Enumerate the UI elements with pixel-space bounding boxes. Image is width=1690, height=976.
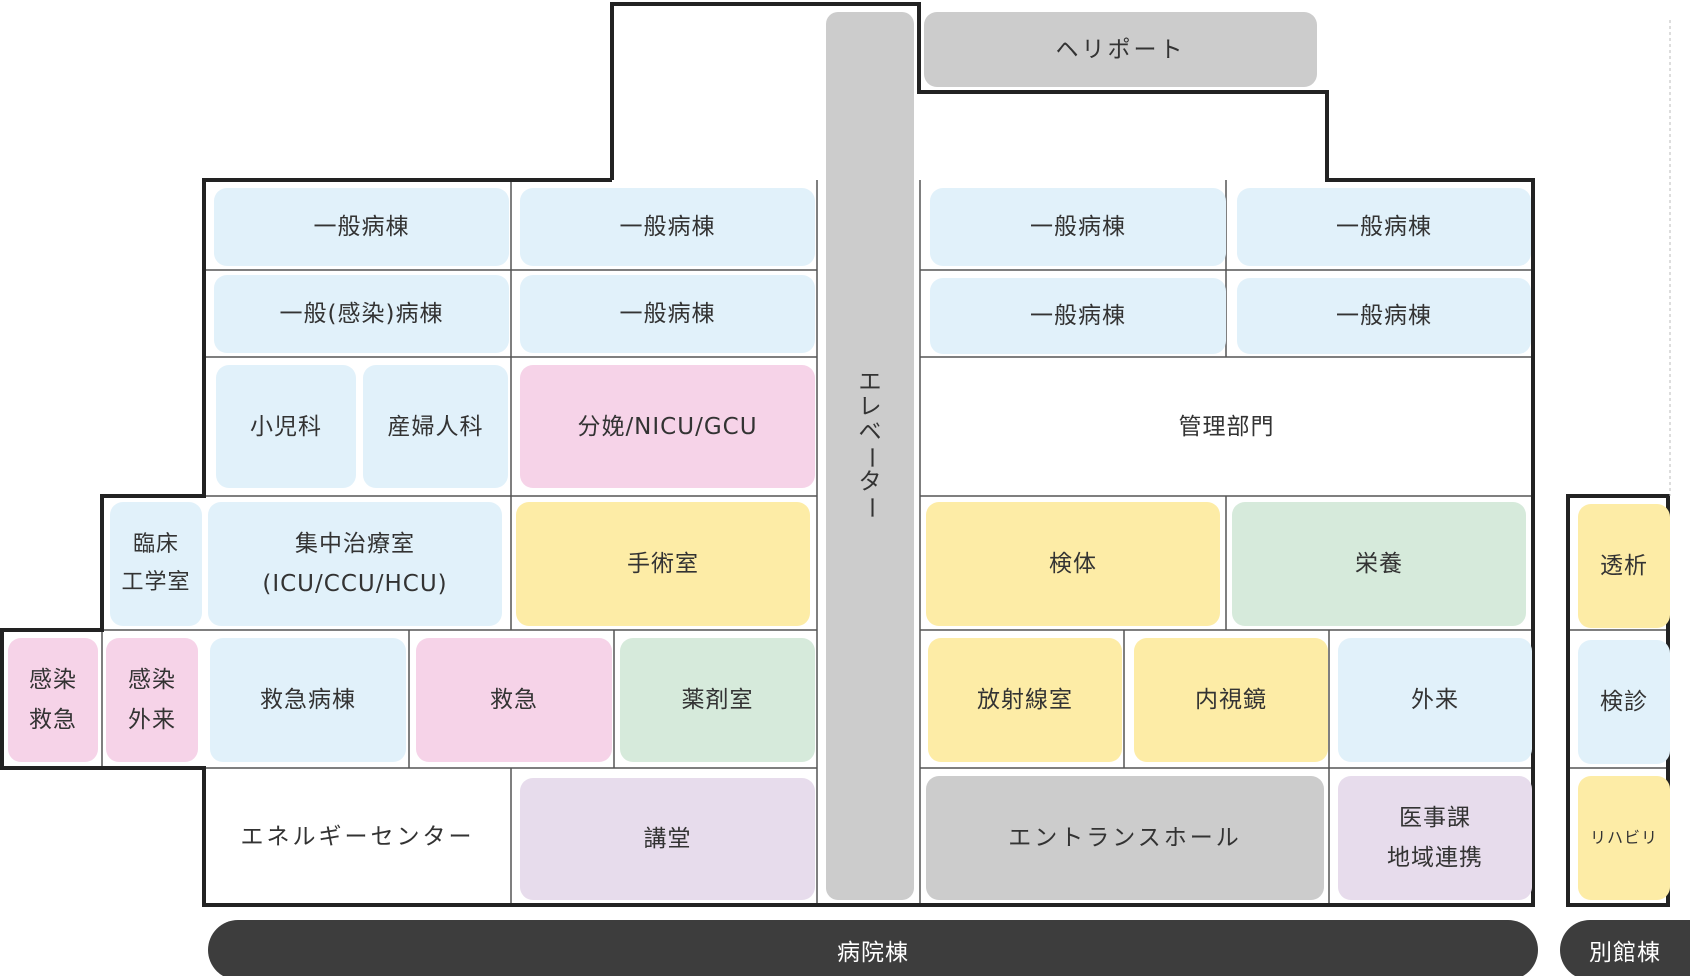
pediatrics: 小児科 <box>216 365 356 488</box>
general-ward-east-top-right: 一般病棟 <box>1237 188 1531 266</box>
outpatient: 外来 <box>1338 638 1532 762</box>
entrance-hall: エントランスホール <box>926 776 1324 900</box>
annex-building-label: 別館棟 <box>1560 920 1690 976</box>
rehabilitation: リハビリ <box>1578 776 1670 900</box>
general-ward-east-2-left: 一般病棟 <box>930 278 1226 354</box>
operating-room: 手術室 <box>516 502 810 626</box>
main-building-label: 病院棟 <box>208 920 1538 976</box>
infection-emergency: 感染 救急 <box>8 638 98 762</box>
endoscopy: 内視鏡 <box>1134 638 1328 762</box>
general-ward-east-top-left: 一般病棟 <box>930 188 1226 266</box>
general-ward-west-top-right: 一般病棟 <box>520 188 815 266</box>
medical-affairs: 医事課 地域連携 <box>1338 776 1532 900</box>
administration: 管理部門 <box>1178 414 1275 440</box>
radiology: 放射線室 <box>928 638 1122 762</box>
heliport: ヘリポート <box>924 12 1317 87</box>
general-ward-west-top-left: 一般病棟 <box>214 188 509 266</box>
auditorium: 講堂 <box>520 778 815 900</box>
infection-outpatient: 感染 外来 <box>106 638 198 762</box>
dialysis: 透析 <box>1578 504 1670 628</box>
general-ward-west-2-right: 一般病棟 <box>520 275 815 353</box>
specimen-lab: 検体 <box>926 502 1220 626</box>
elevator-label: エ レ ベ ー タ ー <box>857 369 884 520</box>
infection-general-ward: 一般(感染)病棟 <box>214 275 509 353</box>
elevator-shaft <box>826 12 914 900</box>
intensive-care-unit: 集中治療室 (ICU/CCU/HCU) <box>208 502 502 626</box>
general-ward-east-2-right: 一般病棟 <box>1237 278 1531 354</box>
nutrition: 栄養 <box>1232 502 1526 626</box>
checkup: 検診 <box>1578 640 1670 764</box>
obstetrics-gynecology: 産婦人科 <box>363 365 508 488</box>
energy-center: エネルギーセンター <box>240 824 475 850</box>
emergency-ward: 救急病棟 <box>210 638 406 762</box>
delivery-nicu-gcu: 分娩/NICU/GCU <box>520 365 815 488</box>
pharmacy: 薬剤室 <box>620 638 815 762</box>
emergency: 救急 <box>416 638 612 762</box>
clinical-engineering: 臨床 工学室 <box>110 502 202 626</box>
